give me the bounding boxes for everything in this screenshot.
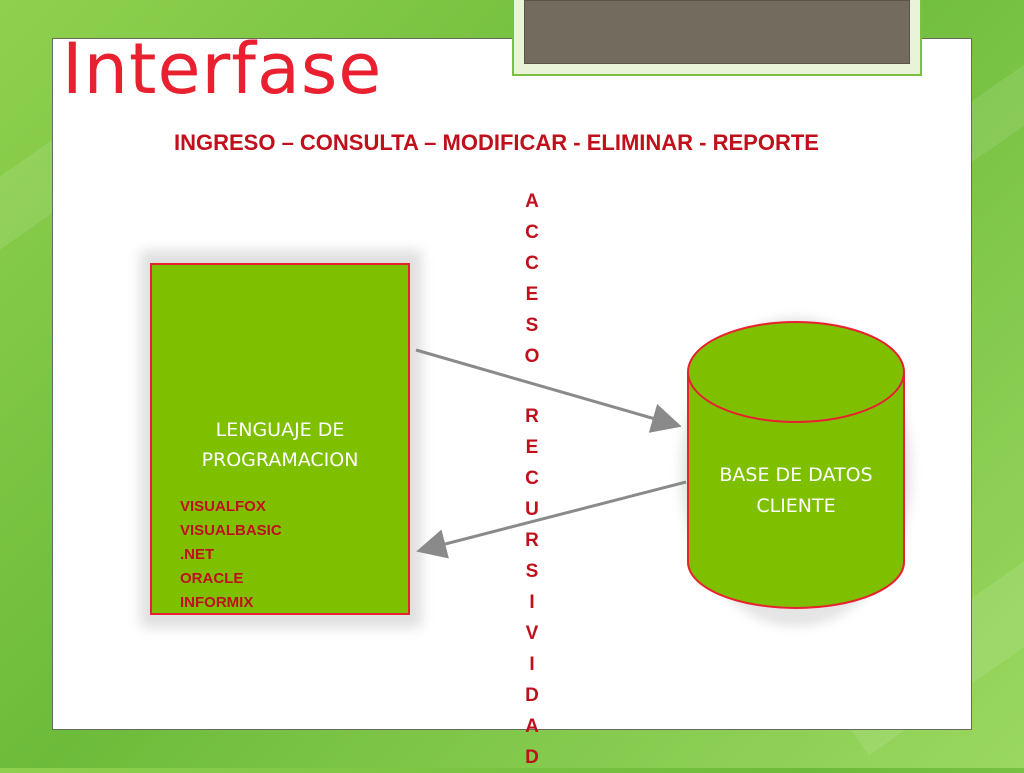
acceso-letter: O — [524, 346, 540, 367]
programming-language-box: LENGUAJE DE PROGRAMACION VISUALFOX VISUA… — [150, 263, 410, 615]
language-item: INFORMIX — [180, 594, 254, 611]
acceso-letter: C — [525, 222, 539, 243]
recursividad-letter: U — [525, 499, 539, 520]
database-label-line2: CLIENTE — [756, 495, 836, 517]
recursividad-letter: R — [525, 530, 539, 551]
recursividad-letter: V — [525, 623, 539, 644]
recursividad-letter: I — [529, 654, 535, 675]
recursividad-letter: R — [525, 406, 539, 427]
language-list: VISUALFOX VISUALBASIC .NET ORACLE INFORM… — [180, 495, 282, 615]
photo-placeholder — [512, 0, 922, 76]
database-cylinder — [680, 317, 912, 627]
slide-title: Interfase — [62, 28, 383, 110]
language-item: VISUALFOX — [180, 498, 266, 515]
arrow-to-language-box — [416, 480, 687, 559]
recursividad-vertical-label: R E C U R S I V I D A D — [512, 401, 552, 773]
recursividad-letter: D — [525, 685, 539, 706]
recursividad-letter: D — [525, 747, 539, 768]
recursividad-letter: E — [525, 437, 539, 458]
acceso-letter: A — [525, 191, 539, 212]
acceso-letter: E — [525, 284, 539, 305]
language-item: ORACLE — [180, 570, 244, 587]
recursividad-letter: C — [525, 468, 539, 489]
language-box-title: LENGUAJE DE PROGRAMACION — [201, 419, 359, 471]
language-item: VISUALBASIC — [180, 522, 282, 539]
acceso-letter: C — [525, 253, 539, 274]
database-label: BASE DE DATOS CLIENTE — [688, 460, 904, 522]
operations-subtitle: INGRESO – CONSULTA – MODIFICAR - ELIMINA… — [174, 130, 819, 155]
acceso-vertical-label: A C C E S O — [512, 186, 552, 372]
recursividad-letter: A — [525, 716, 539, 737]
arrow-to-database — [415, 348, 682, 433]
database-label-line1: BASE DE DATOS — [719, 464, 873, 486]
acceso-letter: S — [525, 315, 539, 336]
recursividad-letter: S — [525, 561, 539, 582]
recursividad-letter: I — [529, 592, 535, 613]
photo-image — [524, 0, 910, 64]
language-item: .NET — [180, 546, 215, 563]
